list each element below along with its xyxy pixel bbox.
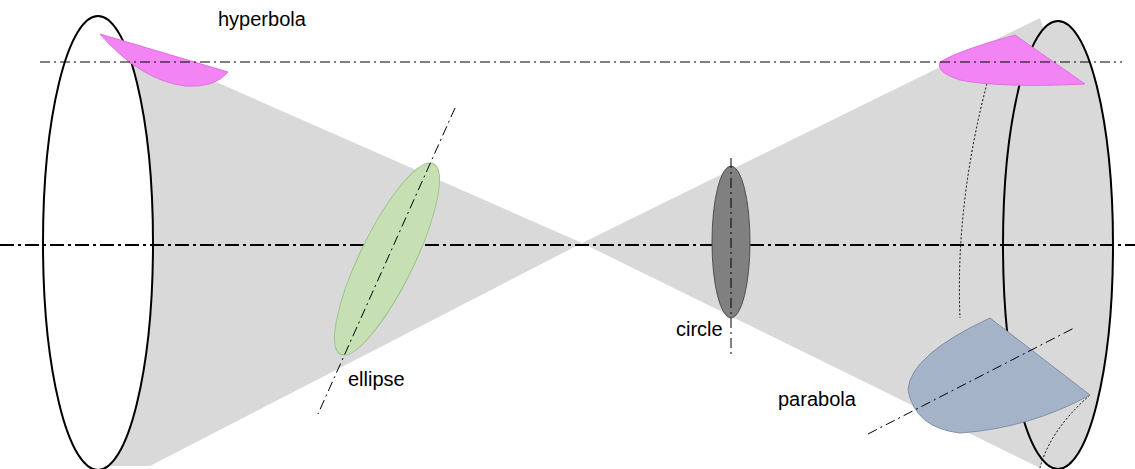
section-label: ellipse xyxy=(348,368,405,390)
right-cone xyxy=(582,18,1113,468)
left-base xyxy=(43,16,153,469)
hyperbola-section xyxy=(939,35,1085,85)
cone-axis xyxy=(0,244,1135,246)
parabola-section xyxy=(908,318,1090,433)
section-label: circle xyxy=(676,318,723,340)
hyperbola-section xyxy=(100,34,228,86)
ellipse-plane xyxy=(318,108,455,414)
section-label: hyperbola xyxy=(218,8,306,30)
hidden-edge xyxy=(959,72,990,318)
circle-plane xyxy=(731,158,732,356)
parabola-plane xyxy=(868,327,1076,434)
left-cone xyxy=(98,30,582,466)
hyperbola-plane xyxy=(40,62,1122,63)
section-label: parabola xyxy=(778,388,856,410)
